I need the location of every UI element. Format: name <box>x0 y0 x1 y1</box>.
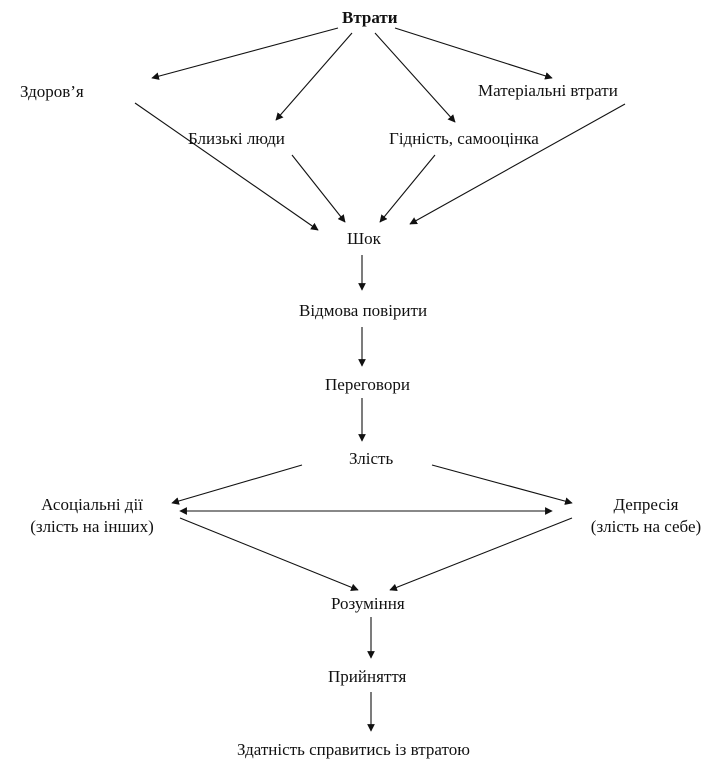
arrow-anger-to-depression <box>431 464 573 505</box>
arrow-loss-to-health <box>151 27 339 80</box>
node-bargaining: Переговори <box>325 375 410 394</box>
arrow-loss-to-dignity <box>374 32 456 123</box>
node-shock: Шок <box>347 229 381 248</box>
node-acceptance: Прийняття <box>328 667 407 686</box>
node-depression: Депресія (злість на себе) <box>578 494 714 538</box>
node-asocial-title: Асоціальні дії <box>41 495 143 514</box>
node-anger: Злість <box>349 449 394 468</box>
node-material: Матеріальні втрати <box>478 81 618 100</box>
node-loss: Втрати <box>342 8 398 27</box>
node-asocial-subtitle: (злість на інших) <box>30 517 154 536</box>
node-health: Здоров’я <box>20 82 84 101</box>
node-depression-subtitle: (злість на себе) <box>590 517 702 536</box>
arrow-asocial-to-understanding <box>179 517 359 591</box>
node-loved-ones: Близькі люди <box>188 129 285 148</box>
arrow-dignity-to-shock <box>379 154 436 223</box>
arrow-material-to-shock <box>409 103 626 225</box>
arrow-health-to-shock <box>134 102 319 231</box>
arrow-anger-to-asocial <box>171 464 303 505</box>
node-denial: Відмова повірити <box>299 301 428 320</box>
arrow-depression-to-understanding <box>389 517 573 592</box>
arrow-loved-ones-to-shock <box>291 154 346 223</box>
node-coping: Здатність справитись із втратою <box>237 740 470 759</box>
node-understanding: Розуміння <box>331 594 405 613</box>
arrow-loss-to-material <box>394 27 553 80</box>
node-asocial: Асоціальні дії (злість на інших) <box>14 494 170 538</box>
arrow-loss-to-loved-ones <box>275 32 353 121</box>
node-dignity: Гідність, самооцінка <box>389 129 539 148</box>
node-depression-title: Депресія <box>613 495 679 514</box>
